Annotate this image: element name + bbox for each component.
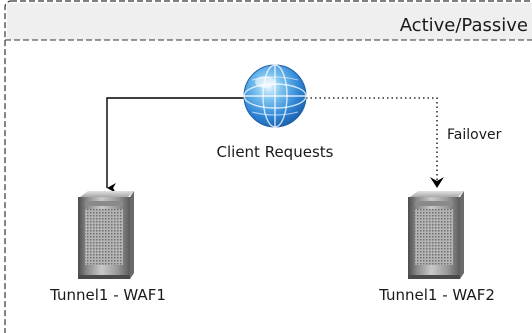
server-label-waf1: Tunnel1 - WAF1 xyxy=(49,286,166,304)
failover-link xyxy=(306,97,438,186)
panel-border xyxy=(4,0,532,333)
server-label-waf2: Tunnel1 - WAF2 xyxy=(378,286,495,304)
failover-arrowhead xyxy=(430,177,444,188)
server-icon xyxy=(78,191,134,279)
server-icon xyxy=(408,191,464,279)
panel-header xyxy=(7,3,532,40)
failover-label: Failover xyxy=(447,127,502,143)
globe-label: Client Requests xyxy=(217,143,334,161)
globe-icon xyxy=(243,64,307,128)
panel-title: Active/Passive xyxy=(400,15,528,36)
active-link xyxy=(106,97,246,193)
